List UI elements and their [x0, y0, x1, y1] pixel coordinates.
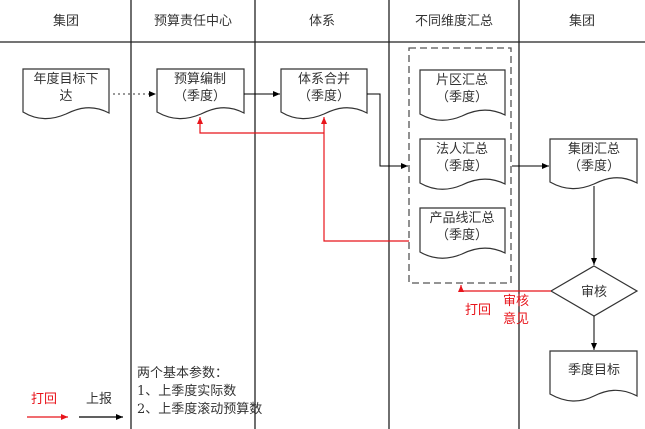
node-system-merge[interactable]: 体系合并 （季度） — [280, 68, 368, 120]
node-product-summary-line2: （季度） — [436, 227, 488, 243]
params-note-item2: 2、上季度滚动预算数 — [137, 401, 262, 417]
node-annual-target-line2: 达 — [59, 89, 72, 104]
node-budget-prep-line1: 预算编制 — [174, 72, 226, 87]
lane-title-group-2: 集团 — [569, 13, 595, 29]
node-annual-target[interactable]: 年度目标下 达 — [22, 68, 110, 120]
params-note-title: 两个基本参数： — [137, 365, 228, 381]
return-line-review-to-summary — [458, 285, 551, 292]
return-line-merge-to-prep — [197, 117, 324, 134]
node-region-summary[interactable]: 片区汇总 （季度） — [419, 69, 506, 121]
lane-title-dimension-summary: 不同维度汇总 — [415, 13, 493, 29]
node-legal-summary[interactable]: 法人汇总 （季度） — [419, 138, 506, 190]
lane-title-budget-center: 预算责任中心 — [154, 14, 232, 29]
node-quarter-target-label: 季度目标 — [568, 362, 620, 378]
review-opinion-line2: 意见 — [503, 311, 529, 327]
node-annual-target-line1: 年度目标下 — [33, 71, 98, 87]
node-group-summary-line2: （季度） — [568, 158, 620, 174]
node-quarter-target[interactable]: 季度目标 — [549, 350, 638, 402]
node-product-summary-line1: 产品线汇总 — [429, 211, 494, 226]
return-annotation: 打回 — [465, 303, 491, 318]
node-legal-summary-line1: 法人汇总 — [436, 142, 488, 157]
node-group-summary-line1: 集团汇总 — [568, 141, 620, 157]
node-legal-summary-line2: （季度） — [436, 158, 488, 174]
node-system-merge-line1: 体系合并 — [298, 72, 350, 87]
lane-title-system: 体系 — [309, 14, 335, 29]
return-line-summary-to-merge — [321, 117, 409, 242]
legend-report-label: 上报 — [86, 392, 112, 407]
node-region-summary-line2: （季度） — [436, 89, 488, 105]
node-system-merge-line2: （季度） — [298, 88, 350, 104]
node-group-summary[interactable]: 集团汇总 （季度） — [549, 138, 638, 190]
summary-group-box — [408, 47, 512, 284]
node-product-summary[interactable]: 产品线汇总 （季度） — [419, 207, 506, 259]
node-review-label: 审核 — [581, 285, 607, 300]
params-note-item1: 1、上季度实际数 — [137, 383, 236, 399]
node-budget-prep-line2: （季度） — [174, 88, 226, 104]
node-region-summary-line1: 片区汇总 — [436, 73, 488, 88]
review-opinion-line1: 审核 — [503, 294, 529, 309]
lane-title-group: 集团 — [53, 13, 79, 29]
node-review[interactable]: 审核 — [549, 265, 639, 317]
connector-merge-to-summary — [367, 93, 408, 169]
legend-return-label: 打回 — [31, 392, 57, 407]
node-budget-prep[interactable]: 预算编制 （季度） — [156, 68, 245, 120]
